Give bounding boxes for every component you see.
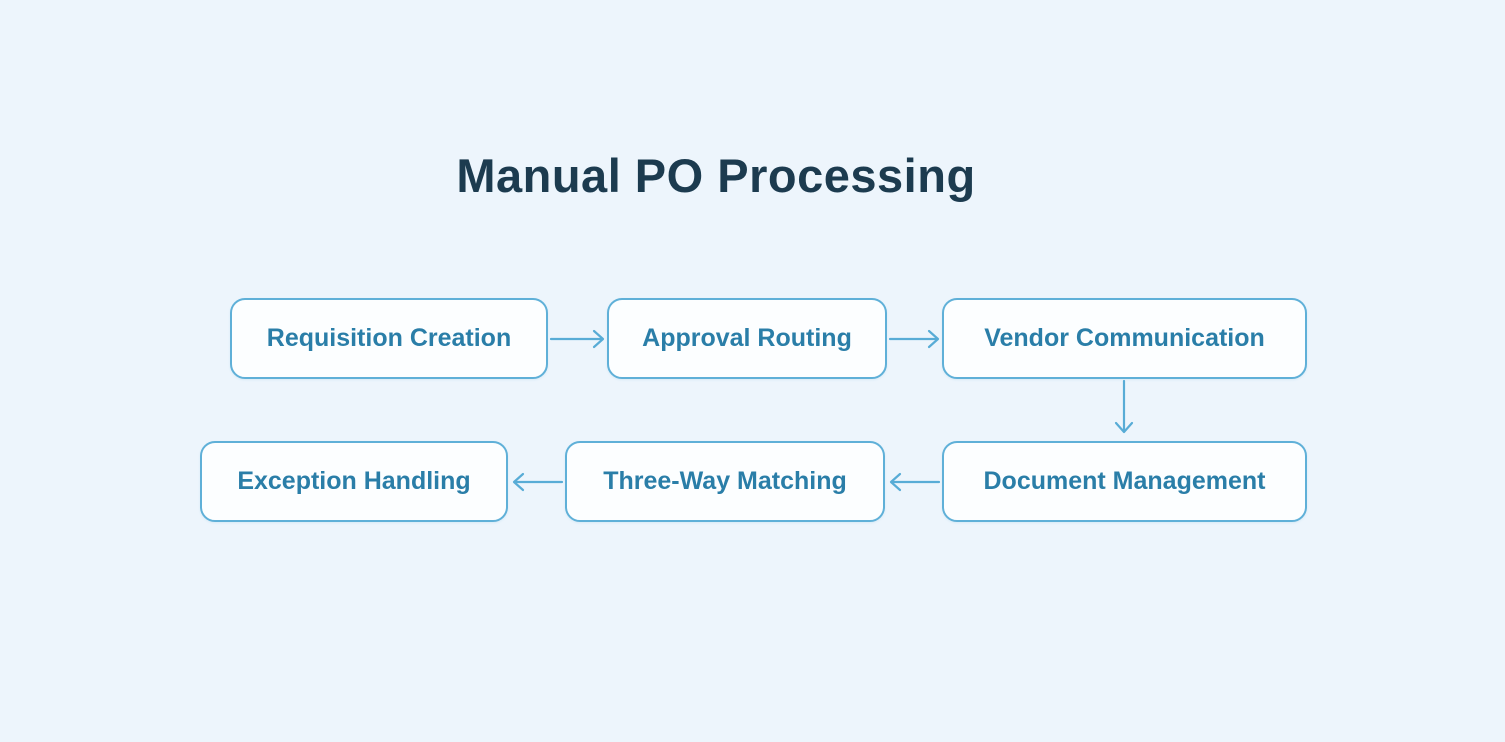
arrow-matching-to-exception bbox=[512, 472, 564, 492]
node-document-management: Document Management bbox=[942, 441, 1307, 522]
node-exception-handling: Exception Handling bbox=[200, 441, 508, 522]
node-requisition-creation: Requisition Creation bbox=[230, 298, 548, 379]
node-approval-routing: Approval Routing bbox=[607, 298, 887, 379]
arrow-requisition-to-approval bbox=[549, 329, 605, 349]
arrow-vendor-to-document bbox=[1114, 379, 1134, 434]
node-vendor-communication: Vendor Communication bbox=[942, 298, 1307, 379]
arrow-document-to-matching bbox=[889, 472, 941, 492]
node-three-way-matching: Three-Way Matching bbox=[565, 441, 885, 522]
arrow-approval-to-vendor bbox=[888, 329, 940, 349]
diagram-title: Manual PO Processing bbox=[456, 149, 976, 202]
